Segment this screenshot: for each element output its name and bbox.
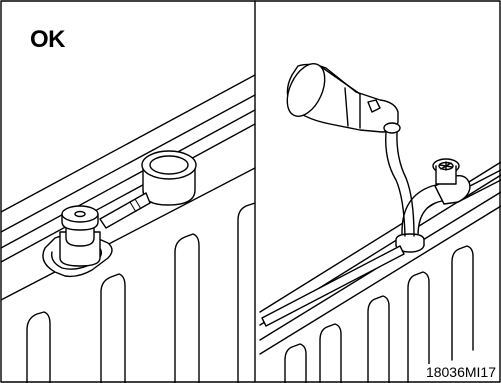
coolant-can-icon [280,58,400,133]
radiator-fin [285,344,306,383]
left-radiator [1,75,255,383]
radiator-fin [27,312,50,383]
radiator-fin [101,274,125,383]
figure-code: 18036MI17 [425,364,497,380]
radiator-fin [320,324,341,383]
ok-label: OK [30,26,65,54]
radiator-fin [175,234,199,383]
radiator-cap-icon [43,206,112,276]
radiator-fin [238,203,255,383]
radiator-fin [368,296,389,383]
radiator-fin [452,246,473,360]
reservoir-icon [100,151,196,228]
filler-neck-icon [262,159,501,326]
